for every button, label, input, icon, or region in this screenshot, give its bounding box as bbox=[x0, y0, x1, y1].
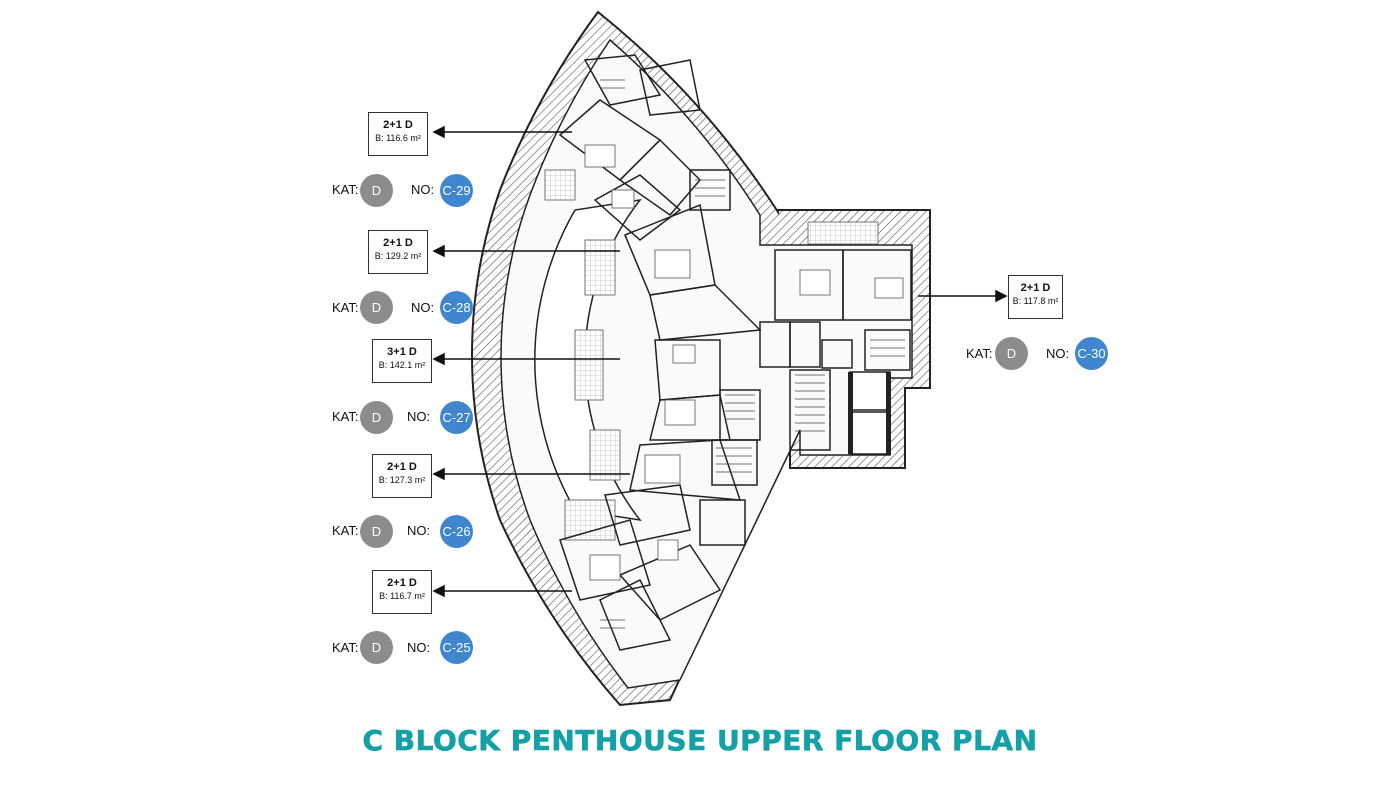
unit-info-box: 2+1 D B: 116.6 m² bbox=[368, 112, 428, 156]
unit-info-box: 2+1 D B: 117.8 m² bbox=[1008, 275, 1063, 319]
unit-area: B: 129.2 m² bbox=[374, 251, 422, 261]
unit-number-badge: C-30 bbox=[1075, 337, 1108, 370]
unit-type: 2+1 D bbox=[383, 237, 413, 249]
kat-label: KAT: bbox=[332, 182, 359, 197]
unit-area: B: 116.6 m² bbox=[375, 133, 421, 143]
elevator-shaft bbox=[848, 372, 853, 454]
kat-label: KAT: bbox=[966, 346, 993, 361]
unit-area: B: 117.8 m² bbox=[1012, 296, 1059, 306]
no-label: NO: bbox=[411, 300, 435, 315]
unit-area: B: 127.3 m² bbox=[378, 475, 426, 485]
kat-label: KAT: bbox=[332, 300, 359, 315]
unit-type: 2+1 D bbox=[387, 577, 417, 589]
balcony-tile bbox=[564, 499, 616, 541]
kat-label: KAT: bbox=[332, 640, 359, 655]
balcony-tile bbox=[544, 169, 576, 201]
no-label: NO: bbox=[411, 182, 435, 197]
unit-number-badge: C-29 bbox=[440, 174, 473, 207]
balcony-tile bbox=[589, 429, 621, 481]
page-title: C BLOCK PENTHOUSE UPPER FLOOR PLAN bbox=[362, 724, 1038, 758]
no-label: NO: bbox=[407, 409, 431, 424]
elevator-shaft bbox=[886, 372, 891, 454]
unit-type: 2+1 D bbox=[383, 119, 413, 131]
room-partitions bbox=[558, 54, 912, 651]
unit-number-badge: C-28 bbox=[440, 291, 473, 324]
kat-badge: D bbox=[360, 515, 393, 548]
unit-type: 2+1 D bbox=[387, 461, 417, 473]
kat-badge: D bbox=[360, 401, 393, 434]
furniture bbox=[584, 144, 904, 581]
unit-area: B: 116.7 m² bbox=[379, 591, 425, 601]
staircases bbox=[600, 79, 905, 629]
kat-badge: D bbox=[360, 291, 393, 324]
unit-number-badge: C-26 bbox=[440, 515, 473, 548]
kat-badge: D bbox=[995, 337, 1028, 370]
unit-number-badge: C-25 bbox=[440, 631, 473, 664]
balcony-tile bbox=[584, 239, 616, 296]
no-label: NO: bbox=[407, 523, 431, 538]
unit-info-box: 2+1 D B: 116.7 m² bbox=[372, 570, 432, 614]
unit-area: B: 142.1 m² bbox=[378, 360, 426, 370]
unit-type: 2+1 D bbox=[1020, 282, 1051, 294]
pointer-arrows bbox=[432, 125, 1008, 598]
kat-label: KAT: bbox=[332, 409, 359, 424]
unit-info-box: 2+1 D B: 129.2 m² bbox=[368, 230, 428, 274]
balcony-tile bbox=[807, 221, 879, 245]
no-label: NO: bbox=[1046, 346, 1070, 361]
unit-type: 3+1 D bbox=[387, 346, 417, 358]
kat-label: KAT: bbox=[332, 523, 359, 538]
kat-badge: D bbox=[360, 174, 393, 207]
unit-number-badge: C-27 bbox=[440, 401, 473, 434]
unit-info-box: 2+1 D B: 127.3 m² bbox=[372, 454, 432, 498]
balcony-tile bbox=[574, 329, 604, 401]
no-label: NO: bbox=[407, 640, 431, 655]
kat-badge: D bbox=[360, 631, 393, 664]
unit-info-box: 3+1 D B: 142.1 m² bbox=[372, 339, 432, 383]
